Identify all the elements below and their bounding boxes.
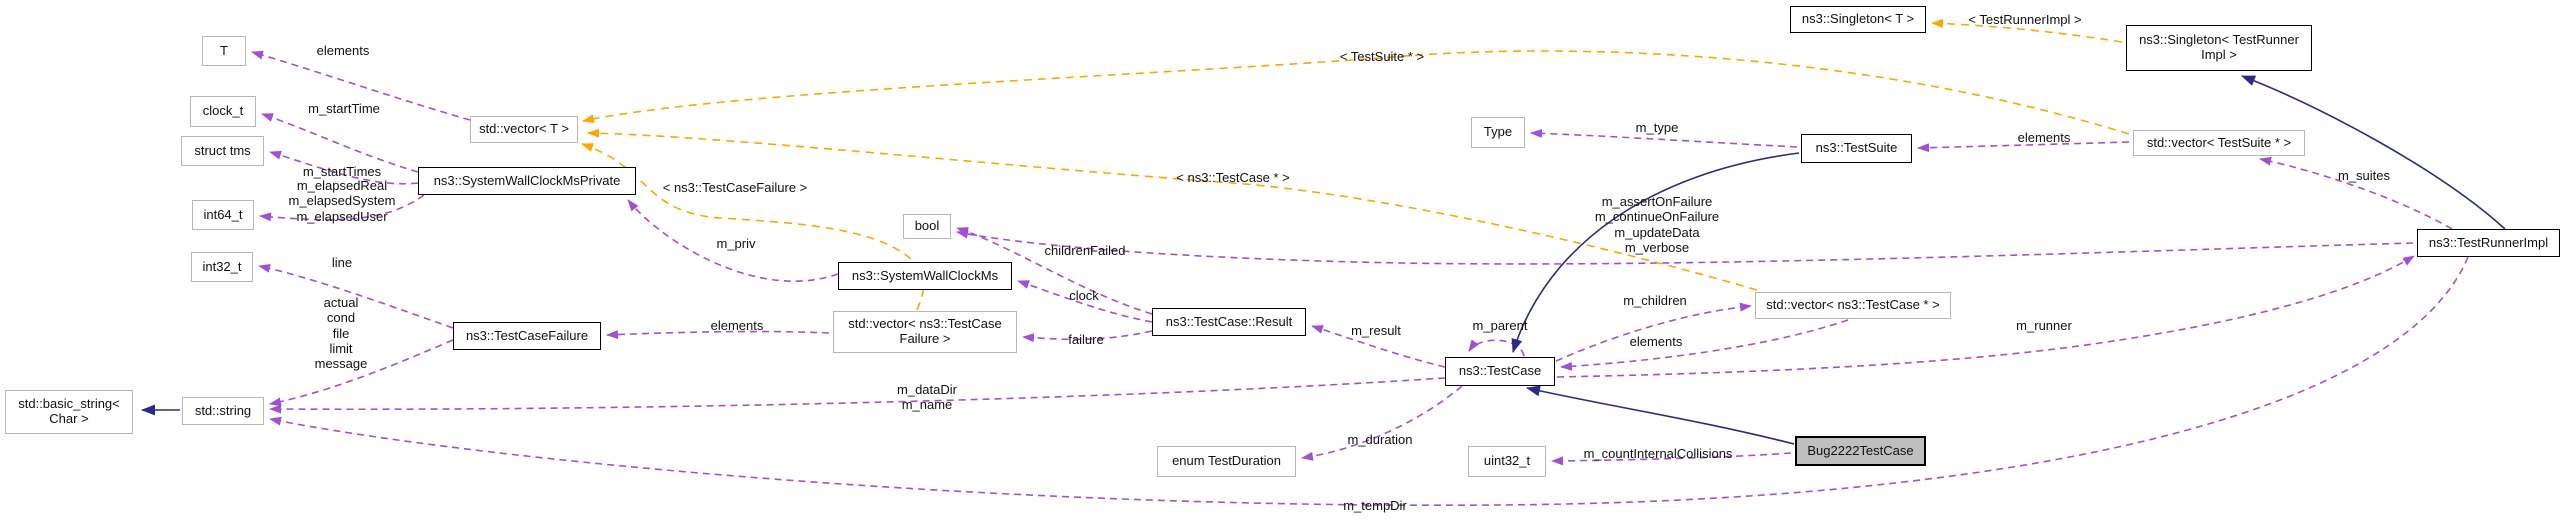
node-label: ns3::Singleton< TestRunner Impl > [2139, 32, 2299, 62]
node-label: std::vector< ns3::TestCase Failure > [848, 316, 1002, 346]
edge-elements-vectorTC [1560, 319, 1849, 371]
node-system-wall-clock-ms[interactable]: ns3::SystemWallClockMs [838, 262, 1012, 290]
node-std-basic-string: std::basic_string< Char > [5, 390, 133, 434]
node-test-case-failure[interactable]: ns3::TestCaseFailure [453, 322, 601, 350]
node-test-suite[interactable]: ns3::TestSuite [1801, 134, 1912, 163]
node-T: T [202, 36, 246, 66]
edge-inherit-bug2222-testcase [1526, 385, 1795, 445]
node-label: bool [914, 218, 940, 234]
edge-m-startTime [261, 113, 419, 173]
edge-clock [1017, 280, 1153, 323]
node-type: Type [1471, 117, 1525, 148]
edge-m-priv [627, 199, 839, 282]
node-singleton-test-runner-impl[interactable]: ns3::Singleton< TestRunner Impl > [2126, 25, 2312, 71]
node-label: ns3::SystemWallClockMsPrivate [433, 172, 621, 188]
node-test-runner-impl[interactable]: ns3::TestRunnerImpl [2417, 229, 2560, 257]
edge-line [258, 264, 454, 329]
node-label: int64_t [203, 206, 243, 222]
edge-m-duration [1301, 385, 1463, 461]
node-std-vector-T: std::vector< T > [470, 116, 578, 143]
node-label: struct tms [194, 142, 251, 158]
node-test-case[interactable]: ns3::TestCase [1445, 357, 1555, 386]
node-label: int32_t [202, 258, 242, 274]
edge-tcf-strings [269, 339, 454, 407]
edge-failure [1022, 330, 1153, 343]
edge-m-children [1555, 302, 1752, 362]
node-uint32-t: uint32_t [1468, 446, 1546, 477]
node-std-string: std::string [182, 397, 264, 425]
node-singleton-T[interactable]: ns3::Singleton< T > [1790, 6, 1926, 33]
node-label: ns3::TestCase::Result [1165, 313, 1293, 329]
edge-elements-vectorTCF [606, 330, 830, 340]
node-label: ns3::TestSuite [1815, 140, 1898, 156]
edge-elements-vectorT-to-T [251, 50, 471, 121]
node-label: Type [1483, 124, 1513, 140]
edge-template-testrunnerimpl [1931, 18, 2123, 43]
edge-elements-vectorTS [1917, 141, 2130, 153]
node-std-vector-test-case-failure: std::vector< ns3::TestCase Failure > [833, 311, 1017, 353]
edge-m-countInternalCollisions [1551, 452, 1792, 466]
node-int64-t: int64_t [192, 200, 254, 230]
node-system-wall-clock-ms-private[interactable]: ns3::SystemWallClockMsPrivate [418, 167, 636, 195]
edge-inherit-tri-singleton [2241, 75, 2506, 230]
edge-m-type [1530, 128, 1798, 148]
node-label: std::basic_string< Char > [18, 396, 120, 426]
edge-template-testcase-ptr [587, 128, 1758, 291]
node-label: std::vector< TestSuite * > [2146, 134, 2292, 150]
node-label: uint32_t [1483, 453, 1531, 469]
node-label: ns3::TestCase [1458, 363, 1542, 379]
edge-m-startTimes [269, 150, 419, 185]
node-std-vector-test-suite-ptr: std::vector< TestSuite * > [2133, 130, 2305, 156]
node-label: std::string [194, 402, 252, 418]
node-test-case-result[interactable]: ns3::TestCase::Result [1152, 308, 1306, 336]
node-label: ns3::SystemWallClockMs [851, 267, 999, 283]
edge-template-testsuite-ptr [582, 50, 2130, 135]
node-enum-test-duration: enum TestDuration [1157, 446, 1296, 477]
node-label: enum TestDuration [1172, 453, 1281, 469]
edge-childrenFailed [956, 227, 1153, 315]
edge-m-suites [2259, 156, 2453, 230]
edge-m-tempDir [269, 256, 2469, 507]
node-label: ns3::Singleton< T > [1801, 11, 1915, 27]
node-int32-t: int32_t [191, 252, 253, 282]
node-label: clock_t [202, 103, 244, 119]
node-label: Bug2222TestCase [1807, 442, 1914, 458]
node-bug2222-test-case: Bug2222TestCase [1795, 436, 1926, 466]
node-std-vector-test-case-ptr: std::vector< ns3::TestCase * > [1755, 292, 1951, 319]
node-label: std::vector< ns3::TestCase * > [1766, 297, 1940, 313]
node-label: T [220, 42, 228, 58]
node-label: ns3::TestRunnerImpl [2428, 234, 2549, 250]
edge-m-runner [1556, 255, 2415, 378]
node-clock-t: clock_t [190, 96, 256, 127]
node-label: std::vector< T > [479, 121, 569, 137]
node-label: ns3::TestCaseFailure [465, 327, 589, 343]
edge-inherit-testsuite-testcase [1511, 152, 1800, 353]
edge-m-elapsed [259, 194, 425, 222]
node-bool: bool [903, 214, 951, 239]
edge-m-dataDir-m-name [269, 377, 1446, 414]
edge-m-result [1311, 325, 1446, 368]
edge-asserts [956, 229, 2414, 265]
node-struct-tms: struct tms [181, 136, 264, 166]
